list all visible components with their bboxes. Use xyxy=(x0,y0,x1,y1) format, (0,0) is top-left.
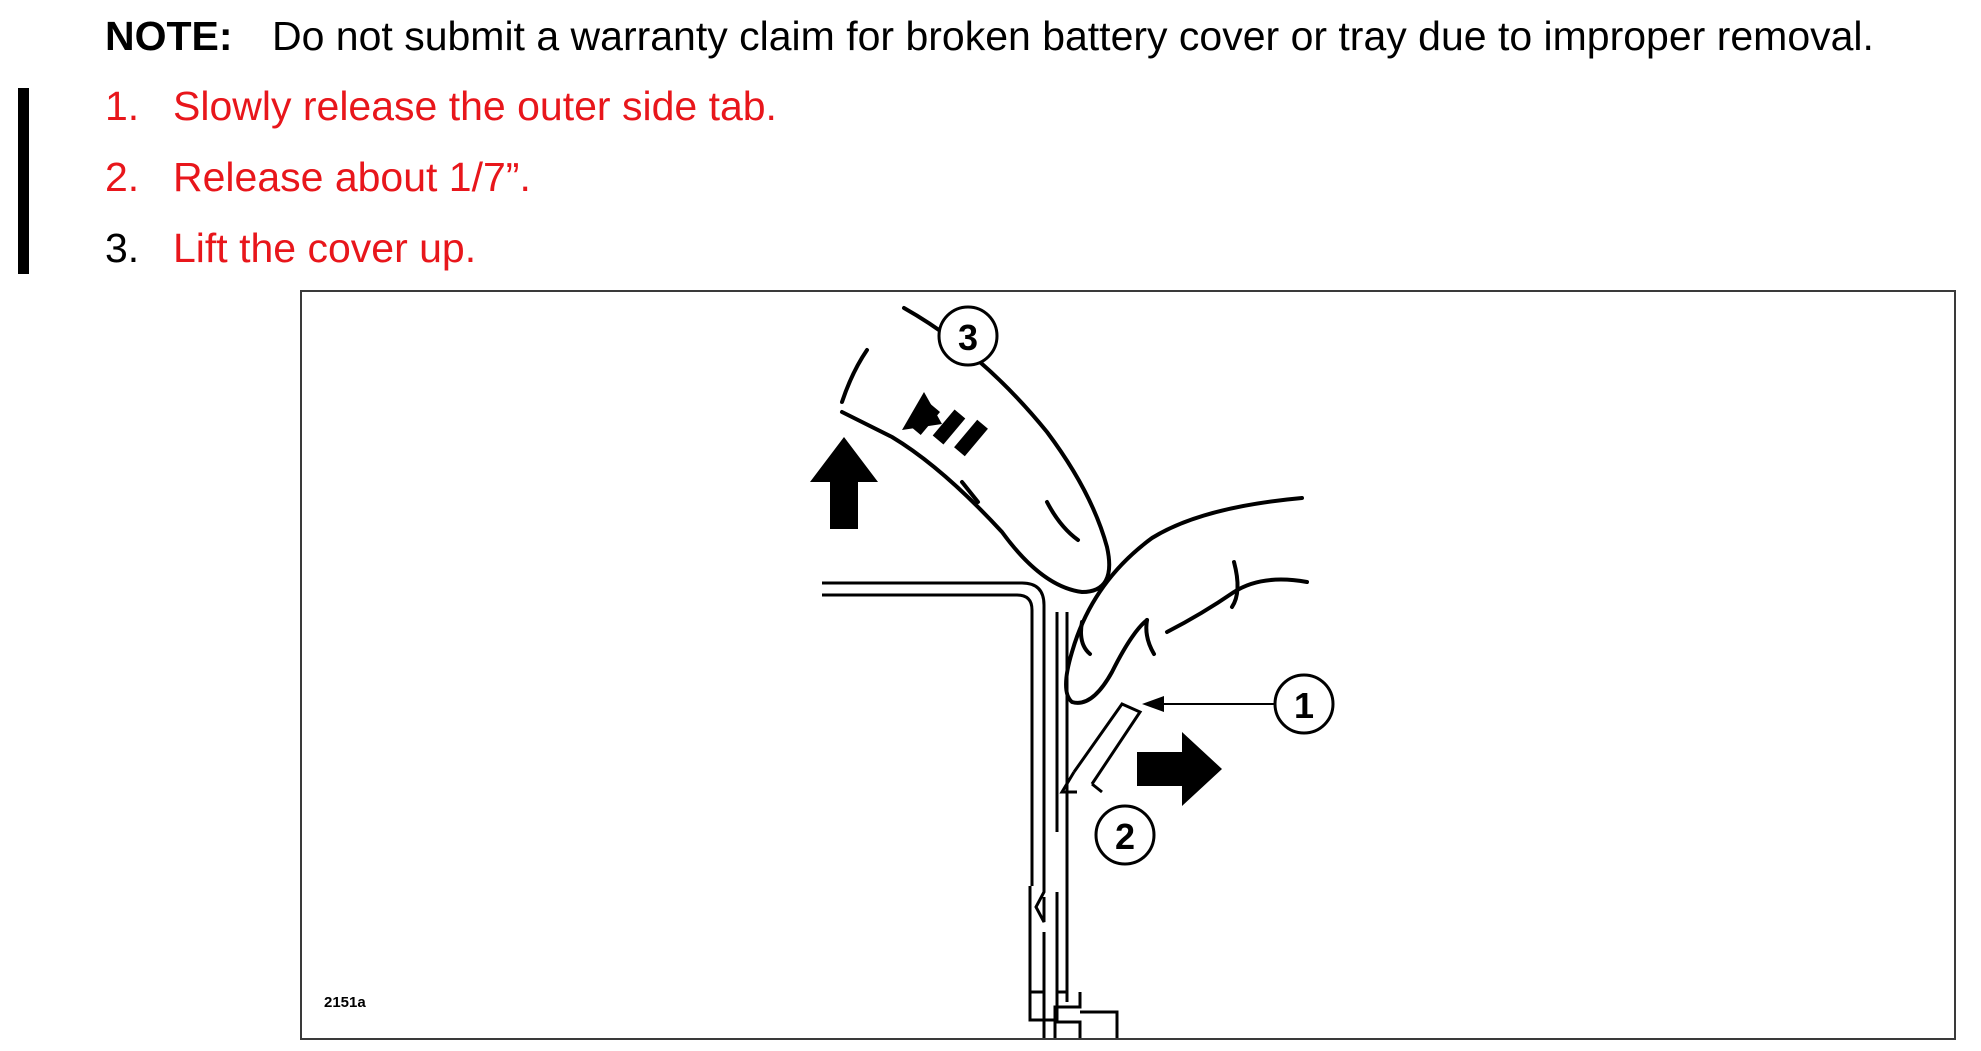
step-2: 2. Release about 1/7”. xyxy=(105,153,531,201)
revision-change-bar xyxy=(18,88,29,274)
motion-arrow-icon xyxy=(902,392,988,457)
side-tab xyxy=(1059,702,1143,794)
step-1: 1. Slowly release the outer side tab. xyxy=(105,82,777,130)
callout-3-label: 3 xyxy=(958,317,978,358)
step-text: Slowly release the outer side tab. xyxy=(173,83,777,129)
battery-cover-illustration: 3 1 2 2151a xyxy=(300,290,1956,1040)
note-paragraph: NOTE: Do not submit a warranty claim for … xyxy=(105,12,1874,60)
step-number: 3. xyxy=(105,225,140,271)
arrow-right-icon xyxy=(1137,732,1222,806)
note-label: NOTE: xyxy=(105,13,233,59)
figure-id: 2151a xyxy=(324,994,366,1011)
callout-3 xyxy=(937,305,999,367)
step-number: 2. xyxy=(105,154,140,200)
note-text: Do not submit a warranty claim for broke… xyxy=(272,13,1874,59)
callout-1-leader xyxy=(1142,696,1276,712)
callout-1-label: 1 xyxy=(1294,685,1314,726)
step-3: 3. Lift the cover up. xyxy=(105,224,476,272)
callout-2 xyxy=(1094,804,1156,866)
illustration-drawing: 3 1 2 xyxy=(810,305,1335,1038)
callout-1 xyxy=(1273,673,1335,735)
cover-outline xyxy=(822,581,1119,1038)
arrow-up-icon xyxy=(810,437,878,529)
step-number: 1. xyxy=(105,83,140,129)
step-text: Release about 1/7”. xyxy=(173,154,531,200)
lower-finger-icon xyxy=(1064,496,1309,705)
upper-finger-icon xyxy=(840,306,1112,595)
step-text: Lift the cover up. xyxy=(173,225,477,271)
callout-2-label: 2 xyxy=(1115,816,1135,857)
